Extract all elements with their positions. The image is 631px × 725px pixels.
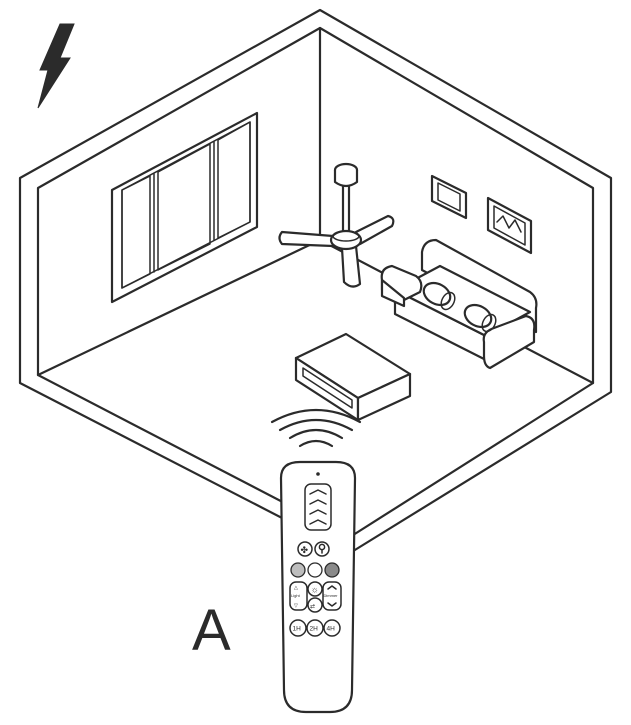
- svg-text:4H: 4H: [327, 626, 336, 633]
- picture-frame-large: [486, 196, 533, 255]
- svg-text:1H: 1H: [293, 626, 302, 633]
- window: [110, 111, 259, 304]
- sun-icon: ☼: [311, 585, 319, 595]
- light-button[interactable]: [314, 541, 330, 557]
- dimmer-label: Dimmer: [324, 593, 339, 598]
- picture-frame-small: [430, 174, 468, 220]
- lightning-bolt-icon: [37, 23, 75, 109]
- color-neutral-button[interactable]: [307, 562, 323, 578]
- color-warm-button[interactable]: [290, 562, 306, 578]
- figure-label: A: [192, 598, 231, 663]
- remote-control: ✤ △ Light ▽ ☼ ⇄ Dimmer: [279, 460, 357, 714]
- sofa: [380, 238, 538, 370]
- ceiling-fan: [278, 162, 395, 288]
- fan-icon: ✤: [301, 545, 309, 555]
- mode-button[interactable]: ☼: [307, 581, 323, 597]
- light-control-pad[interactable]: △ Light ▽: [289, 581, 308, 611]
- light-label: Light: [291, 593, 301, 598]
- svg-text:△: △: [294, 585, 298, 591]
- fan-button[interactable]: ✤: [297, 541, 313, 557]
- color-cool-button[interactable]: [324, 562, 340, 578]
- timer-4h-button[interactable]: 4H: [323, 619, 341, 637]
- wifi-signal-icon: [270, 408, 362, 448]
- coffee-table: [294, 332, 412, 422]
- svg-text:⇄: ⇄: [310, 603, 315, 610]
- svg-text:▽: ▽: [294, 603, 298, 609]
- dimmer-control-pad[interactable]: Dimmer: [322, 581, 342, 611]
- reverse-button[interactable]: ⇄: [307, 597, 323, 613]
- timer-1h-button[interactable]: 1H: [289, 619, 307, 637]
- room-walls: [18, 8, 613, 555]
- timer-2h-button[interactable]: 2H: [306, 619, 324, 637]
- svg-text:2H: 2H: [310, 626, 319, 633]
- speed-indicator-panel: [304, 483, 332, 531]
